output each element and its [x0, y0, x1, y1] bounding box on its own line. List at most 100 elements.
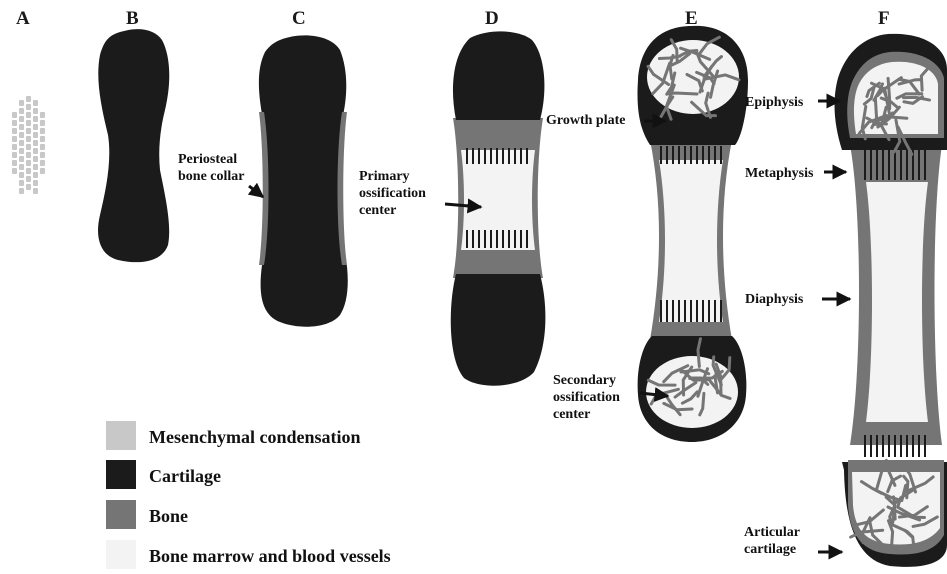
label-epiphysis: Epiphysis	[745, 95, 840, 110]
chondrocyte-column	[472, 148, 474, 164]
mesenchymal-cell	[33, 156, 38, 162]
chondrocyte-column	[666, 146, 668, 164]
chondrocyte-column	[906, 150, 908, 180]
mesenchymal-cell	[26, 128, 31, 134]
label-line: Articular	[744, 525, 800, 540]
mesenchymal-cell	[26, 176, 31, 182]
mesenchymal-cell	[33, 108, 38, 114]
mesenchymal-cell	[19, 172, 24, 178]
stage-c-bone-collar	[259, 35, 348, 326]
mesenchymal-cell	[26, 160, 31, 166]
stage-d-primary-ossification	[451, 31, 546, 385]
cartilage-shape	[98, 29, 169, 262]
mesenchymal-cell	[40, 120, 45, 126]
mesenchymal-cell	[12, 136, 17, 142]
legend-swatch-cartilage	[106, 460, 136, 489]
mesenchymal-cell	[40, 152, 45, 158]
mesenchymal-cell	[26, 104, 31, 110]
legend-swatch-mesenchymal	[106, 421, 136, 450]
cartilage-upper-epiphysis	[453, 31, 544, 120]
mesenchymal-cell	[12, 168, 17, 174]
chondrocyte-column	[690, 300, 692, 322]
panel-letter-d: D	[485, 8, 499, 29]
chondrocyte-column	[466, 148, 468, 164]
chondrocyte-column	[666, 300, 668, 322]
chondrocyte-column	[678, 300, 680, 322]
marrow-cavity	[866, 182, 928, 422]
chondrocyte-column	[678, 146, 680, 164]
legend-label-mesenchymal: Mesenchymal condensation	[149, 427, 361, 447]
mesenchymal-cell	[33, 180, 38, 186]
label-line: Growth plate	[546, 113, 625, 128]
stage-e-secondary-ossification	[638, 26, 749, 442]
mesenchymal-cell	[40, 168, 45, 174]
mesenchymal-cell	[12, 152, 17, 158]
mesenchymal-cell	[33, 188, 38, 194]
panel-letter-e: E	[685, 8, 698, 29]
chondrocyte-column	[882, 435, 884, 457]
label-line: Epiphysis	[745, 95, 804, 110]
chondrocyte-column	[714, 300, 716, 322]
arrow	[249, 186, 263, 197]
mesenchymal-cell	[40, 160, 45, 166]
mesenchymal-cell	[19, 164, 24, 170]
chondrocyte-column	[918, 435, 920, 457]
mesenchymal-cell	[19, 132, 24, 138]
mesenchymal-cell	[12, 120, 17, 126]
mesenchymal-cell	[19, 108, 24, 114]
legend: Mesenchymal condensation Cartilage Bone …	[106, 421, 391, 569]
label-line: Periosteal	[178, 152, 237, 167]
chondrocyte-column	[478, 230, 480, 248]
mesenchymal-cell	[26, 152, 31, 158]
chondrocyte-column	[888, 150, 890, 180]
chondrocyte-column	[894, 435, 896, 457]
chondrocyte-column	[502, 148, 504, 164]
mesenchymal-cell	[40, 136, 45, 142]
label-line: cartilage	[744, 542, 796, 557]
panel-letter-a: A	[16, 8, 30, 29]
chondrocyte-column	[490, 148, 492, 164]
chondrocyte-column	[508, 148, 510, 164]
mesenchymal-cell	[26, 112, 31, 118]
mesenchymal-cell	[26, 136, 31, 142]
chondrocyte-column	[514, 148, 516, 164]
mesenchymal-cell	[19, 124, 24, 130]
mesenchymal-cell	[12, 112, 17, 118]
chondrocyte-column	[526, 148, 528, 164]
chondrocyte-column	[496, 148, 498, 164]
chondrocyte-column	[900, 435, 902, 457]
label-line: Metaphysis	[745, 166, 814, 181]
chondrocyte-column	[490, 230, 492, 248]
chondrocyte-column	[672, 146, 674, 164]
mesenchymal-cell	[19, 180, 24, 186]
legend-swatch-bone	[106, 500, 136, 529]
mesenchymal-cell	[19, 100, 24, 106]
stage-b-cartilage-model	[98, 29, 169, 262]
mesenchymal-cell	[33, 172, 38, 178]
chondrocyte-column	[918, 150, 920, 180]
chondrocyte-column	[702, 300, 704, 322]
chondrocyte-column	[696, 146, 698, 164]
mesenchymal-cell	[33, 116, 38, 122]
mesenchymal-cell	[33, 132, 38, 138]
mesenchymal-cell	[26, 144, 31, 150]
chondrocyte-column	[660, 300, 662, 322]
chondrocyte-column	[684, 146, 686, 164]
mesenchymal-cell	[33, 148, 38, 154]
label-line: ossification	[553, 390, 620, 405]
chondrocyte-column	[508, 230, 510, 248]
chondrocyte-column	[876, 435, 878, 457]
chondrocyte-column	[720, 300, 722, 322]
legend-swatch-marrow	[106, 540, 136, 569]
mesenchymal-cell	[19, 116, 24, 122]
mesenchymal-cell	[33, 140, 38, 146]
chondrocyte-column	[466, 230, 468, 248]
marrow-cavity	[659, 160, 723, 322]
chondrocyte-column	[708, 300, 710, 322]
chondrocyte-column	[870, 150, 872, 180]
mesenchymal-cell	[19, 140, 24, 146]
mesenchymal-cell	[12, 144, 17, 150]
chondrocyte-column	[894, 150, 896, 180]
label-metaphysis: Metaphysis	[745, 166, 846, 181]
chondrocyte-column	[876, 150, 878, 180]
